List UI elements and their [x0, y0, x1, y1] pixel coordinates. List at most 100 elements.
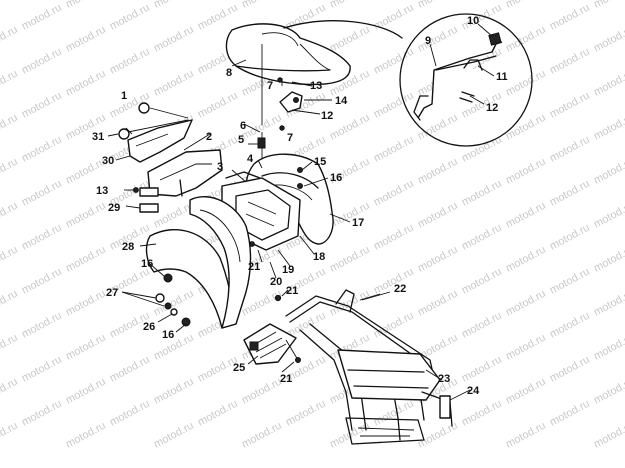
callout-7-a: 7 [267, 80, 273, 92]
watermark-text: motod.ru [152, 68, 196, 99]
callout-21-a: 21 [248, 261, 260, 273]
callout-labels: 1 2 3 4 5 6 7 7 8 9 10 11 12 12 13 13 14… [92, 15, 508, 397]
callout-1: 1 [121, 90, 127, 102]
watermark-text: motod.ru [20, 46, 64, 77]
callout-16-b: 16 [141, 258, 153, 270]
watermark-text: motod.ru [592, 68, 625, 99]
watermark-text: motod.ru [64, 0, 108, 11]
watermark-text: motod.ru [416, 112, 460, 143]
watermark-text: motod.ru [0, 288, 20, 319]
watermark-text: motod.ru [592, 156, 625, 187]
watermark-text: motod.ru [196, 2, 240, 33]
callout-28: 28 [122, 241, 134, 253]
watermark-text: motod.ru [20, 310, 64, 341]
callout-16-c: 16 [162, 329, 174, 341]
watermark-text: motod.ru [64, 68, 108, 99]
watermark-text: motod.ru [504, 244, 548, 275]
callout-21-c: 21 [280, 373, 292, 385]
callout-10: 10 [467, 15, 479, 27]
callout-21-b: 21 [286, 285, 298, 297]
watermark-text: motod.ru [548, 310, 592, 341]
watermark-text: motod.ru [372, 222, 416, 253]
battery-box-part [133, 149, 223, 213]
watermark-text: motod.ru [240, 0, 284, 11]
watermark-text: motod.ru [372, 134, 416, 165]
watermark-text: motod.ru [64, 24, 108, 55]
watermark-text: motod.ru [0, 244, 20, 275]
watermark-text: motod.ru [592, 112, 625, 143]
watermark-text: motod.ru [64, 200, 108, 231]
watermark-text: motod.ru [20, 90, 64, 121]
watermark-text: motod.ru [20, 2, 64, 33]
watermark-text: motod.ru [64, 376, 108, 407]
watermark-text: motod.ru [0, 332, 20, 363]
callout-7-b: 7 [287, 132, 293, 144]
tool-tray-part [243, 323, 301, 365]
watermark-text: motod.ru [108, 354, 152, 385]
watermark-text: motod.ru [548, 398, 592, 429]
callout-6: 6 [240, 120, 246, 132]
watermark-text: motod.ru [196, 398, 240, 429]
watermark-text: motod.ru [504, 332, 548, 363]
watermark-text: motod.ru [504, 200, 548, 231]
watermark-text: motod.ru [460, 266, 504, 297]
watermark-text: motod.ru [460, 310, 504, 341]
watermark-text: motod.ru [548, 46, 592, 77]
watermark-text: motod.ru [372, 178, 416, 209]
callout-20: 20 [270, 276, 282, 288]
watermark-text: motod.ru [20, 178, 64, 209]
watermark-text: motod.ru [108, 46, 152, 77]
watermark-text: motod.ru [460, 222, 504, 253]
watermark-text: motod.ru [240, 376, 284, 407]
watermark-text: motod.ru [592, 420, 625, 451]
watermark-text: motod.ru [372, 90, 416, 121]
watermark-text: motod.ru [0, 24, 20, 55]
watermark-text: motod.ru [328, 244, 372, 275]
watermark-text: motod.ru [20, 222, 64, 253]
watermark-text: motod.ru [0, 200, 20, 231]
callout-26: 26 [143, 321, 155, 333]
watermark-text: motod.ru [64, 420, 108, 451]
seat-part [225, 23, 351, 86]
watermark-text: motod.ru [108, 2, 152, 33]
watermark-text: motod.ru [504, 24, 548, 55]
watermark-text: motod.ru [64, 332, 108, 363]
watermark-text: motod.ru [592, 244, 625, 275]
callout-19: 19 [282, 264, 294, 276]
callout-leaders [107, 23, 495, 401]
watermark-text: motod.ru [504, 156, 548, 187]
watermark-text: motod.ru [504, 112, 548, 143]
watermark-text: motod.ru [20, 398, 64, 429]
watermark-text: motod.ru [64, 244, 108, 275]
front-fender-part [145, 196, 255, 329]
watermark-text: motod.ru [64, 288, 108, 319]
watermark-text: motod.ru [328, 112, 372, 143]
watermark-text: motod.ru [0, 420, 20, 451]
callout-22: 22 [394, 283, 406, 295]
watermark-text: motod.ru [152, 376, 196, 407]
watermark-text: motod.ru [372, 398, 416, 429]
watermark-text: motod.ru [460, 178, 504, 209]
callout-5: 5 [238, 134, 244, 146]
fender-fasteners [155, 273, 282, 327]
watermark-text: motod.ru [0, 68, 20, 99]
watermark-text: motod.ru [548, 2, 592, 33]
watermark-text: motod.ru [416, 24, 460, 55]
watermark-text: motod.ru [504, 288, 548, 319]
watermark-text: motod.ru [0, 376, 20, 407]
callout-14: 14 [335, 95, 348, 107]
callout-13-a: 13 [310, 80, 322, 92]
watermark-text: motod.ru [504, 376, 548, 407]
callout-12-b: 12 [321, 110, 333, 122]
watermark-text: motod.ru [592, 200, 625, 231]
watermark-text: motod.ru [152, 0, 196, 11]
callout-12-a: 12 [486, 102, 498, 114]
watermark-text: motod.ru [504, 0, 548, 11]
latch-bracket-part [257, 44, 303, 160]
watermark-text: motod.ru [416, 244, 460, 275]
callout-13-b: 13 [96, 185, 108, 197]
watermark-text: motod.ru [372, 2, 416, 33]
callout-9: 9 [425, 35, 431, 47]
watermark-text: motod.ru [592, 332, 625, 363]
watermark-text: motod.ru [592, 376, 625, 407]
